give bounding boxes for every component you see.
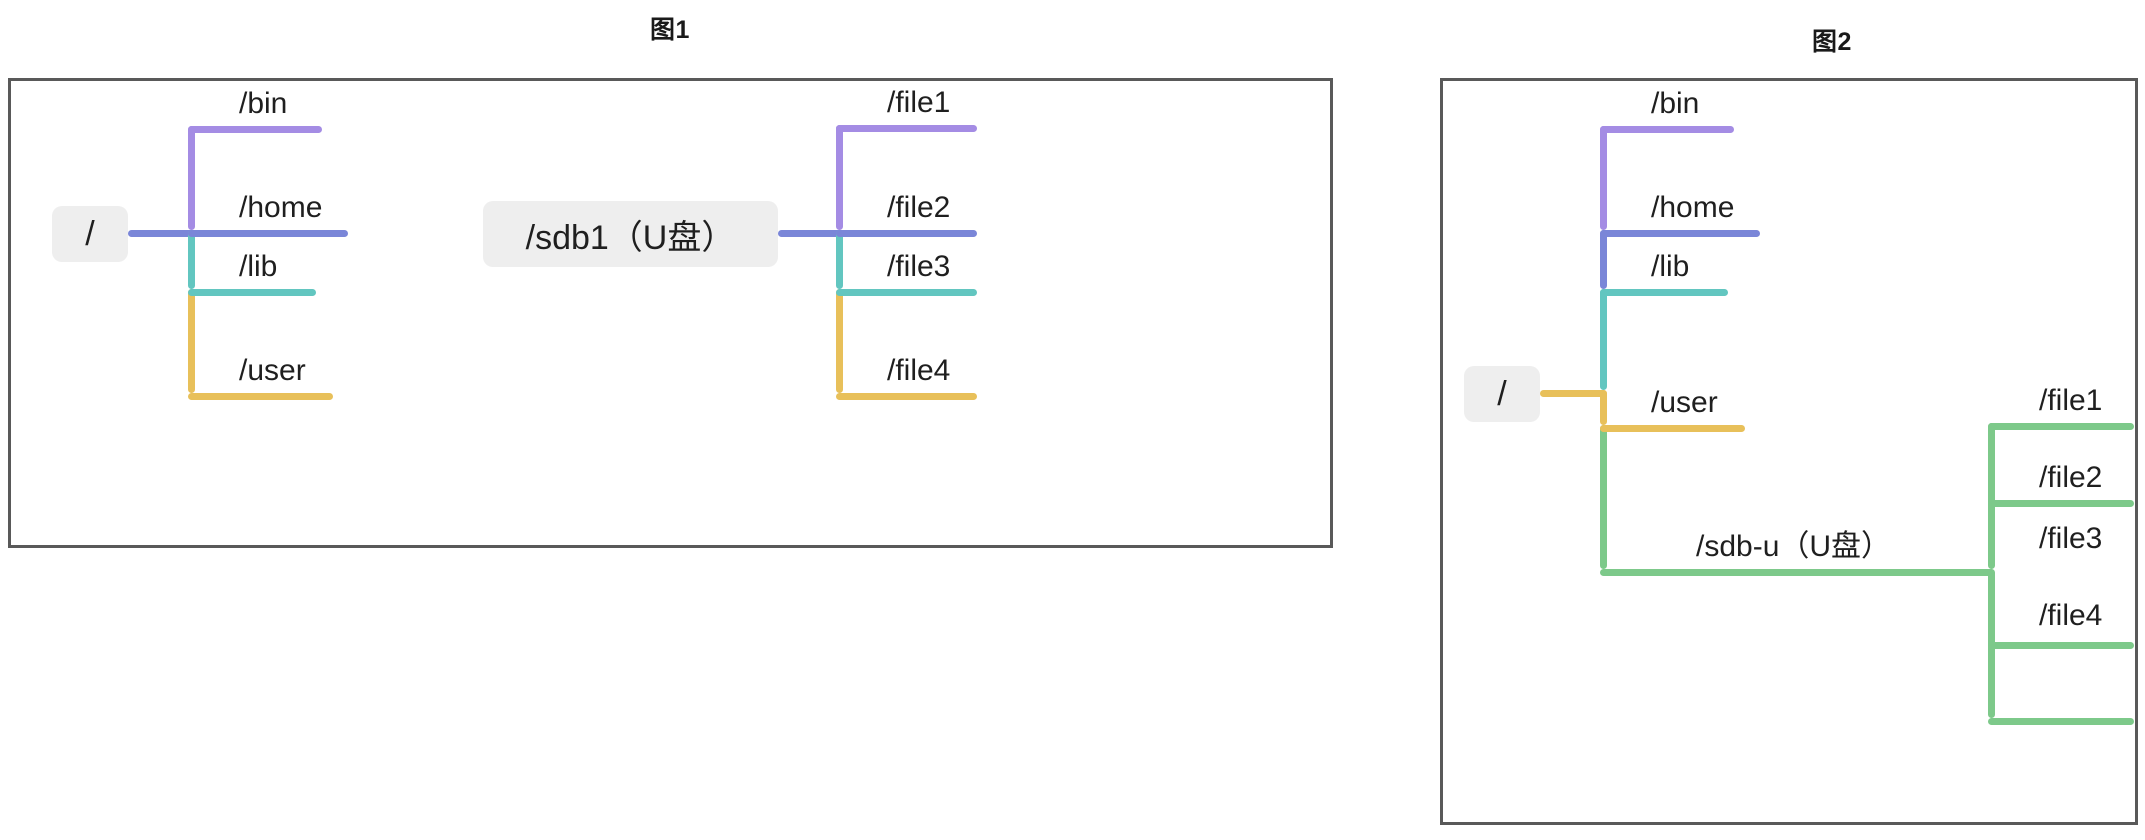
fig1-root-node-label: / <box>85 214 95 253</box>
fig1-label-file1: /file1 <box>887 86 951 119</box>
fig1-label-lib: /lib <box>239 250 278 283</box>
fig2-sdbu-trunk-upper <box>1988 423 1995 569</box>
fig1-branch-file3 <box>836 289 977 296</box>
fig1-label-user: /user <box>239 354 306 387</box>
fig2-branch-bin <box>1600 126 1734 133</box>
fig1-label-file2: /file2 <box>887 191 951 224</box>
fig2-branch-file1 <box>1988 423 2134 430</box>
fig1-branch-file4 <box>836 393 977 400</box>
fig2-branch-file2 <box>1988 500 2134 507</box>
fig2-branch-lib <box>1600 289 1728 296</box>
fig2-label-file1: /file1 <box>2039 384 2103 417</box>
fig2-branch-file3 <box>1988 642 2134 649</box>
figure-1-title: 图1 <box>650 16 690 44</box>
fig1-branch-file1 <box>836 125 977 132</box>
fig2-branch-file4 <box>1988 718 2134 725</box>
fig1-trunk-purple <box>188 126 195 230</box>
fig1-trunk-teal <box>188 230 195 289</box>
fig1-branch-home <box>188 230 348 237</box>
fig1-sdb1-stem <box>778 230 843 237</box>
fig2-branch-user <box>1600 425 1745 432</box>
fig2-branch-sdbu <box>1600 569 1994 576</box>
fig1-sdb1-trunk-purple <box>836 125 843 230</box>
fig2-root-node[interactable]: / <box>1464 366 1540 422</box>
fig1-label-bin: /bin <box>239 87 288 120</box>
fig2-label-file4: /file4 <box>2039 599 2103 632</box>
fig1-branch-bin <box>188 126 322 133</box>
fig2-branch-home <box>1600 230 1760 237</box>
fig2-trunk-blue <box>1600 230 1607 289</box>
fig1-sdb1-node[interactable]: /sdb1（U盘） <box>483 201 778 267</box>
fig2-label-lib: /lib <box>1651 250 1690 283</box>
fig1-sdb1-node-label: /sdb1（U盘） <box>525 218 736 257</box>
fig1-root-node[interactable]: / <box>52 206 128 262</box>
figure-1-panel: / /bin /home /lib /user /sdb1（U盘） /file1… <box>8 78 1333 548</box>
fig2-trunk-purple <box>1600 126 1607 230</box>
figure-2-panel: / /bin /home /lib /user /sdb-u（U盘） /file… <box>1440 78 2138 825</box>
fig1-trunk-gold <box>188 289 195 393</box>
fig2-label-file2: /file2 <box>2039 461 2103 494</box>
fig2-root-node-label: / <box>1497 374 1507 413</box>
fig2-trunk-teal <box>1600 289 1607 390</box>
fig1-label-home: /home <box>239 191 323 224</box>
fig2-label-user: /user <box>1651 386 1718 419</box>
fig1-sdb1-trunk-teal <box>836 230 843 289</box>
fig2-label-file3: /file3 <box>2039 522 2103 555</box>
figure-2-title: 图2 <box>1812 28 1852 56</box>
fig2-label-home: /home <box>1651 191 1735 224</box>
fig1-branch-lib <box>188 289 316 296</box>
fig1-root-stem <box>128 230 195 237</box>
fig2-trunk-green <box>1600 425 1607 569</box>
fig2-trunk-gold <box>1600 390 1607 425</box>
fig2-label-sdbu: /sdb-u（U盘） <box>1696 530 1892 563</box>
fig2-root-stem <box>1540 390 1607 397</box>
fig1-branch-user <box>188 393 333 400</box>
fig1-label-file3: /file3 <box>887 250 951 283</box>
fig1-branch-file2 <box>836 230 977 237</box>
fig1-label-file4: /file4 <box>887 354 951 387</box>
fig2-label-bin: /bin <box>1651 87 1700 120</box>
fig1-sdb1-trunk-gold <box>836 289 843 393</box>
